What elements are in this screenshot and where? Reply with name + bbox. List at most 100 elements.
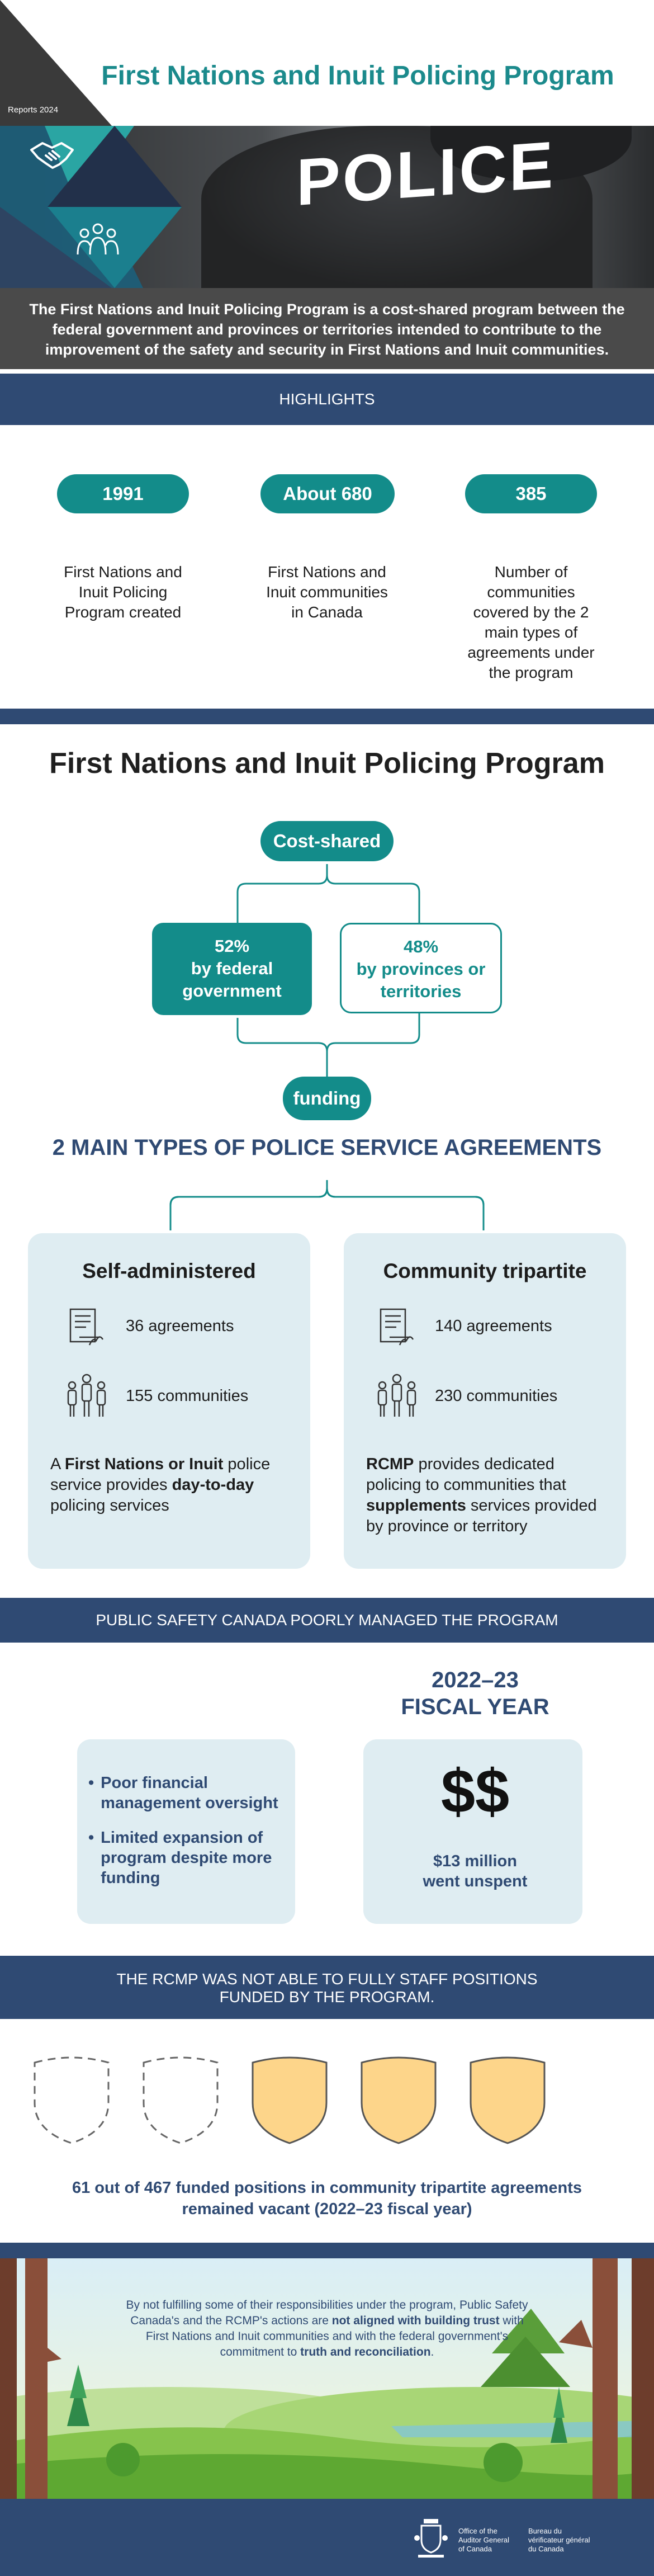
federal-pct: 52% bbox=[214, 936, 250, 956]
police-text: POLICE bbox=[296, 128, 556, 220]
management-issues-card bbox=[77, 1739, 295, 1924]
community-count: 155 communities bbox=[126, 1387, 249, 1405]
unspent-value: $13 million bbox=[433, 1852, 517, 1870]
footer-fr-name: Bureau du vérificateur général du Canada bbox=[528, 2527, 590, 2554]
footer-line: of Canada bbox=[458, 2545, 492, 2553]
unspent-label: went unspent bbox=[423, 1872, 528, 1890]
desc-part: A bbox=[50, 1455, 65, 1473]
types-connectors bbox=[169, 1188, 485, 1230]
highlight-value: About 680 bbox=[260, 474, 395, 513]
unspent-funds-card bbox=[363, 1739, 582, 1924]
desc-bold: day-to-day bbox=[172, 1476, 254, 1494]
desc-part: police service provides bbox=[50, 1455, 271, 1494]
vacant-positions-text: 61 out of 467 funded positions in commun… bbox=[34, 2177, 620, 2220]
vacant-line: 61 out of 467 funded positions in commun… bbox=[72, 2179, 582, 2197]
vacant-position-shield bbox=[143, 2056, 219, 2144]
footer-line: Bureau du bbox=[528, 2527, 562, 2535]
cost-shared-tag: Cost-shared bbox=[260, 821, 394, 861]
document-icon bbox=[67, 1306, 106, 1352]
shield-row bbox=[0, 2053, 654, 2148]
highlight-label: First Nations and Inuit communities in C… bbox=[266, 563, 388, 621]
community-count: 230 communities bbox=[435, 1387, 558, 1405]
psc-heading: PUBLIC SAFETY CANADA POORLY MANAGED THE … bbox=[0, 1598, 654, 1643]
agreement-count: 140 agreements bbox=[435, 1317, 552, 1335]
desc-bold: supplements bbox=[366, 1497, 466, 1515]
landscape-illustration bbox=[0, 2258, 654, 2499]
coat-of-arms-logo bbox=[414, 2516, 448, 2562]
intro-rest: is a cost-shared program between the fed… bbox=[45, 301, 625, 358]
section-divider bbox=[0, 709, 654, 724]
filled-position-shield bbox=[470, 2056, 546, 2144]
header bbox=[0, 0, 654, 126]
bullet-dot: • bbox=[88, 1829, 94, 1847]
footer bbox=[0, 2499, 654, 2576]
card-description: A First Nations or Inuit police service … bbox=[50, 1454, 291, 1516]
closing-bold: not aligned with building trust bbox=[331, 2314, 500, 2327]
highlight-value: 385 bbox=[465, 474, 597, 513]
card-title: Community tripartite bbox=[383, 1259, 587, 1282]
footer-line: Office of the bbox=[458, 2527, 497, 2535]
provinces-share-box: 48% by provinces or territories bbox=[340, 923, 502, 1013]
card-description: RCMP provides dedicated policing to comm… bbox=[366, 1454, 612, 1537]
desc-part: policing services bbox=[50, 1497, 169, 1515]
closing-statement: By not fulfilling some of their responsi… bbox=[117, 2297, 537, 2360]
people-icon bbox=[375, 1373, 419, 1422]
bullet-dot: • bbox=[88, 1774, 94, 1792]
footer-line: Auditor General bbox=[458, 2536, 510, 2544]
desc-part: provides dedicated policing to communiti… bbox=[366, 1455, 566, 1494]
highlight-label: First Nations and Inuit Policing Program… bbox=[64, 563, 182, 621]
vacant-line: remained vacant (2022–23 fiscal year) bbox=[182, 2200, 472, 2218]
filled-position-shield bbox=[361, 2056, 437, 2144]
funding-tag: funding bbox=[283, 1077, 371, 1120]
rcmp-heading-line: THE RCMP WAS NOT ABLE TO FULLY STAFF POS… bbox=[116, 1970, 538, 1988]
bullet-item: • Poor financial management oversight bbox=[88, 1773, 284, 1813]
intro-bold: The First Nations and Inuit Policing Pro… bbox=[29, 301, 349, 318]
closing-part: . bbox=[430, 2346, 434, 2358]
people-icon bbox=[64, 1373, 109, 1422]
footer-en-name: Office of the Auditor General of Canada bbox=[458, 2527, 509, 2554]
rcmp-heading: THE RCMP WAS NOT ABLE TO FULLY STAFF POS… bbox=[0, 1956, 654, 2019]
federal-label: by federal government bbox=[182, 959, 282, 1001]
intro-banner bbox=[0, 288, 654, 369]
highlight-label: Number of communities covered by the 2 m… bbox=[467, 563, 595, 681]
federal-share-box: 52% by federal government bbox=[152, 923, 312, 1015]
people-group-icon bbox=[75, 221, 120, 263]
closing-bold: truth and reconciliation bbox=[300, 2346, 431, 2358]
intro-text: The First Nations and Inuit Policing Pro… bbox=[28, 299, 626, 360]
dollar-icon: $$ bbox=[440, 1757, 510, 1826]
highlights-heading: HIGHLIGHTS bbox=[0, 374, 654, 425]
rcmp-heading-line: FUNDED BY THE PROGRAM. bbox=[219, 1988, 435, 2006]
closing-part: with First Nations and Inuit communities… bbox=[145, 2314, 524, 2358]
unspent-amount: $13 million went unspent bbox=[363, 1851, 587, 1891]
fiscal-year-title: 2022–23 FISCAL YEAR bbox=[363, 1667, 587, 1720]
desc-bold: First Nations or Inuit bbox=[64, 1455, 224, 1473]
provinces-pct: 48% bbox=[403, 937, 439, 956]
fiscal-year-label: FISCAL YEAR bbox=[401, 1695, 549, 1719]
forest-landscape bbox=[0, 2258, 654, 2499]
bullet-item: • Limited expansion of program despite mo… bbox=[88, 1828, 284, 1888]
fiscal-year: 2022–23 bbox=[432, 1668, 519, 1692]
filled-position-shield bbox=[252, 2056, 328, 2144]
reports-label: Reports 2024 bbox=[8, 105, 59, 115]
desc-part: services provided by province or territo… bbox=[366, 1497, 597, 1535]
management-issues-list: • Poor financial management oversight • Li… bbox=[88, 1773, 284, 1888]
agreement-card-community-tripartite bbox=[344, 1233, 626, 1569]
closing-part: By not fulfilling some of their responsi… bbox=[126, 2299, 528, 2327]
page-title: First Nations and Inuit Policing Program bbox=[101, 61, 614, 91]
vacant-position-shield bbox=[34, 2056, 110, 2144]
agreement-card-self-administered bbox=[28, 1233, 310, 1569]
bullet-text: Poor financial management oversight bbox=[101, 1774, 278, 1812]
agreement-count: 36 agreements bbox=[126, 1317, 234, 1335]
card-title: Self-administered bbox=[82, 1259, 256, 1282]
footer-line: vérificateur général bbox=[528, 2536, 590, 2544]
section-divider bbox=[0, 2243, 654, 2258]
highlight-value: 1991 bbox=[57, 474, 189, 513]
agreement-types-title: 2 MAIN TYPES OF POLICE SERVICE AGREEMENT… bbox=[52, 1135, 602, 1160]
shield-graphic bbox=[34, 2056, 546, 2144]
program-title: First Nations and Inuit Policing Program bbox=[49, 747, 605, 780]
document-icon bbox=[377, 1306, 416, 1352]
handshake-icon bbox=[27, 133, 77, 181]
bullet-text: Limited expansion of program despite mor… bbox=[101, 1829, 272, 1887]
provinces-label: by provinces or territories bbox=[356, 959, 486, 1001]
footer-line: du Canada bbox=[528, 2545, 564, 2553]
